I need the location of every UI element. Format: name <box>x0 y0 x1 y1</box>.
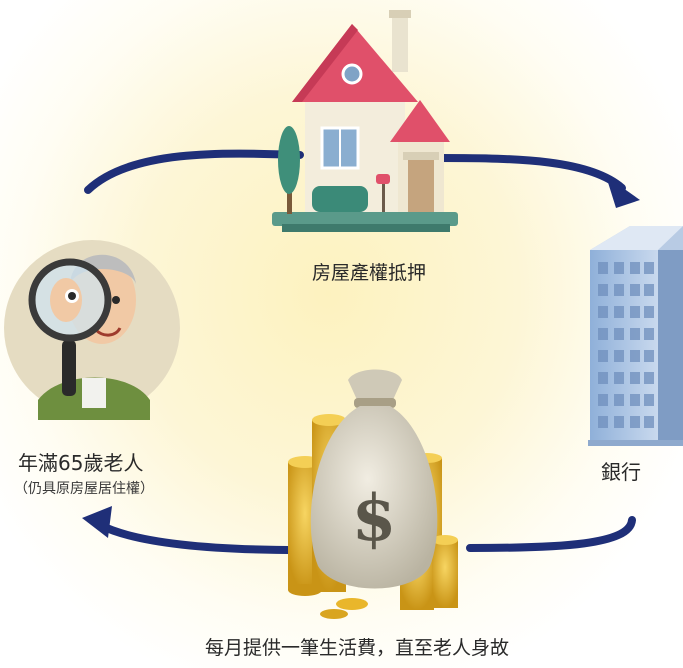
svg-text:$: $ <box>352 481 397 556</box>
top-arrow <box>84 149 640 208</box>
money-bag-icon: $ <box>310 369 438 589</box>
bank-label: 銀行 <box>601 460 641 484</box>
elder-label: 年滿65歲老人 <box>18 451 144 475</box>
bottom-arrow <box>82 506 636 554</box>
bank-building-icon <box>588 226 683 446</box>
dollar-icon: $ <box>352 481 397 556</box>
elderly-man-icon <box>4 240 180 420</box>
mortgage-label: 房屋產權抵押 <box>312 262 427 284</box>
elder-note: （仍具原房屋居住權） <box>14 481 154 497</box>
magnifier-icon <box>28 258 112 396</box>
house-icon <box>272 10 458 232</box>
monthly-payment-label: 每月提供一筆生活費，直至老人身故 <box>205 637 510 659</box>
